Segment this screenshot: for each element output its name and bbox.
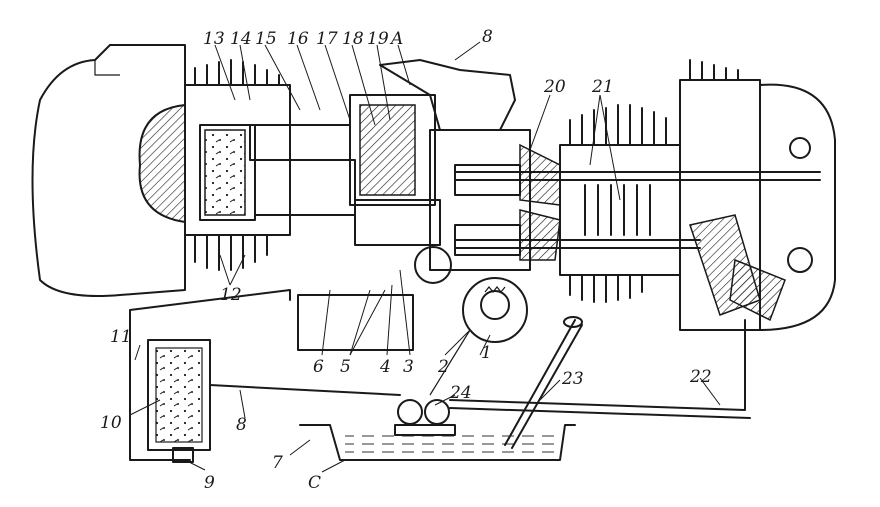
- left-head-cover: [31, 44, 186, 297]
- label-18: 18: [342, 29, 364, 49]
- label-17: 17: [316, 29, 338, 49]
- oil-sump: [299, 399, 576, 461]
- label-8-pipe: 8: [236, 415, 247, 435]
- label-24: 24: [449, 383, 472, 403]
- dipstick: [504, 316, 583, 449]
- oil-lines: [129, 289, 751, 461]
- label-7: 7: [272, 453, 283, 473]
- label-20: 20: [543, 77, 566, 97]
- label-8-top: 8: [482, 27, 493, 47]
- label-5: 5: [340, 357, 351, 377]
- label-C: C: [308, 473, 321, 493]
- label-21: 21: [591, 77, 614, 97]
- label-6: 6: [313, 357, 324, 377]
- label-3: 3: [403, 357, 414, 377]
- label-15: 15: [255, 29, 277, 49]
- label-19: 19: [367, 29, 389, 49]
- label-16: 16: [287, 29, 309, 49]
- label-22: 22: [689, 367, 712, 387]
- label-9: 9: [204, 473, 215, 493]
- left-cylinder: [138, 59, 356, 271]
- label-12: 12: [220, 285, 242, 305]
- crankcase: [297, 59, 561, 351]
- right-cylinder: [454, 104, 821, 303]
- leader-lines: [129, 41, 721, 473]
- label-1: 1: [481, 343, 492, 363]
- right-cylinder-head: [679, 59, 836, 331]
- label-2: 2: [437, 357, 449, 377]
- label-10: 10: [100, 413, 122, 433]
- label-13: 13: [203, 29, 225, 49]
- callout-labels: 13 14 15 16 17 18 19 A 8 20 21 12 6 5 4 …: [100, 27, 712, 493]
- label-4: 4: [379, 357, 391, 377]
- label-A: A: [389, 29, 403, 49]
- label-11: 11: [110, 327, 132, 347]
- label-14: 14: [230, 29, 252, 49]
- label-23: 23: [561, 369, 584, 389]
- oil-filter: [147, 339, 211, 463]
